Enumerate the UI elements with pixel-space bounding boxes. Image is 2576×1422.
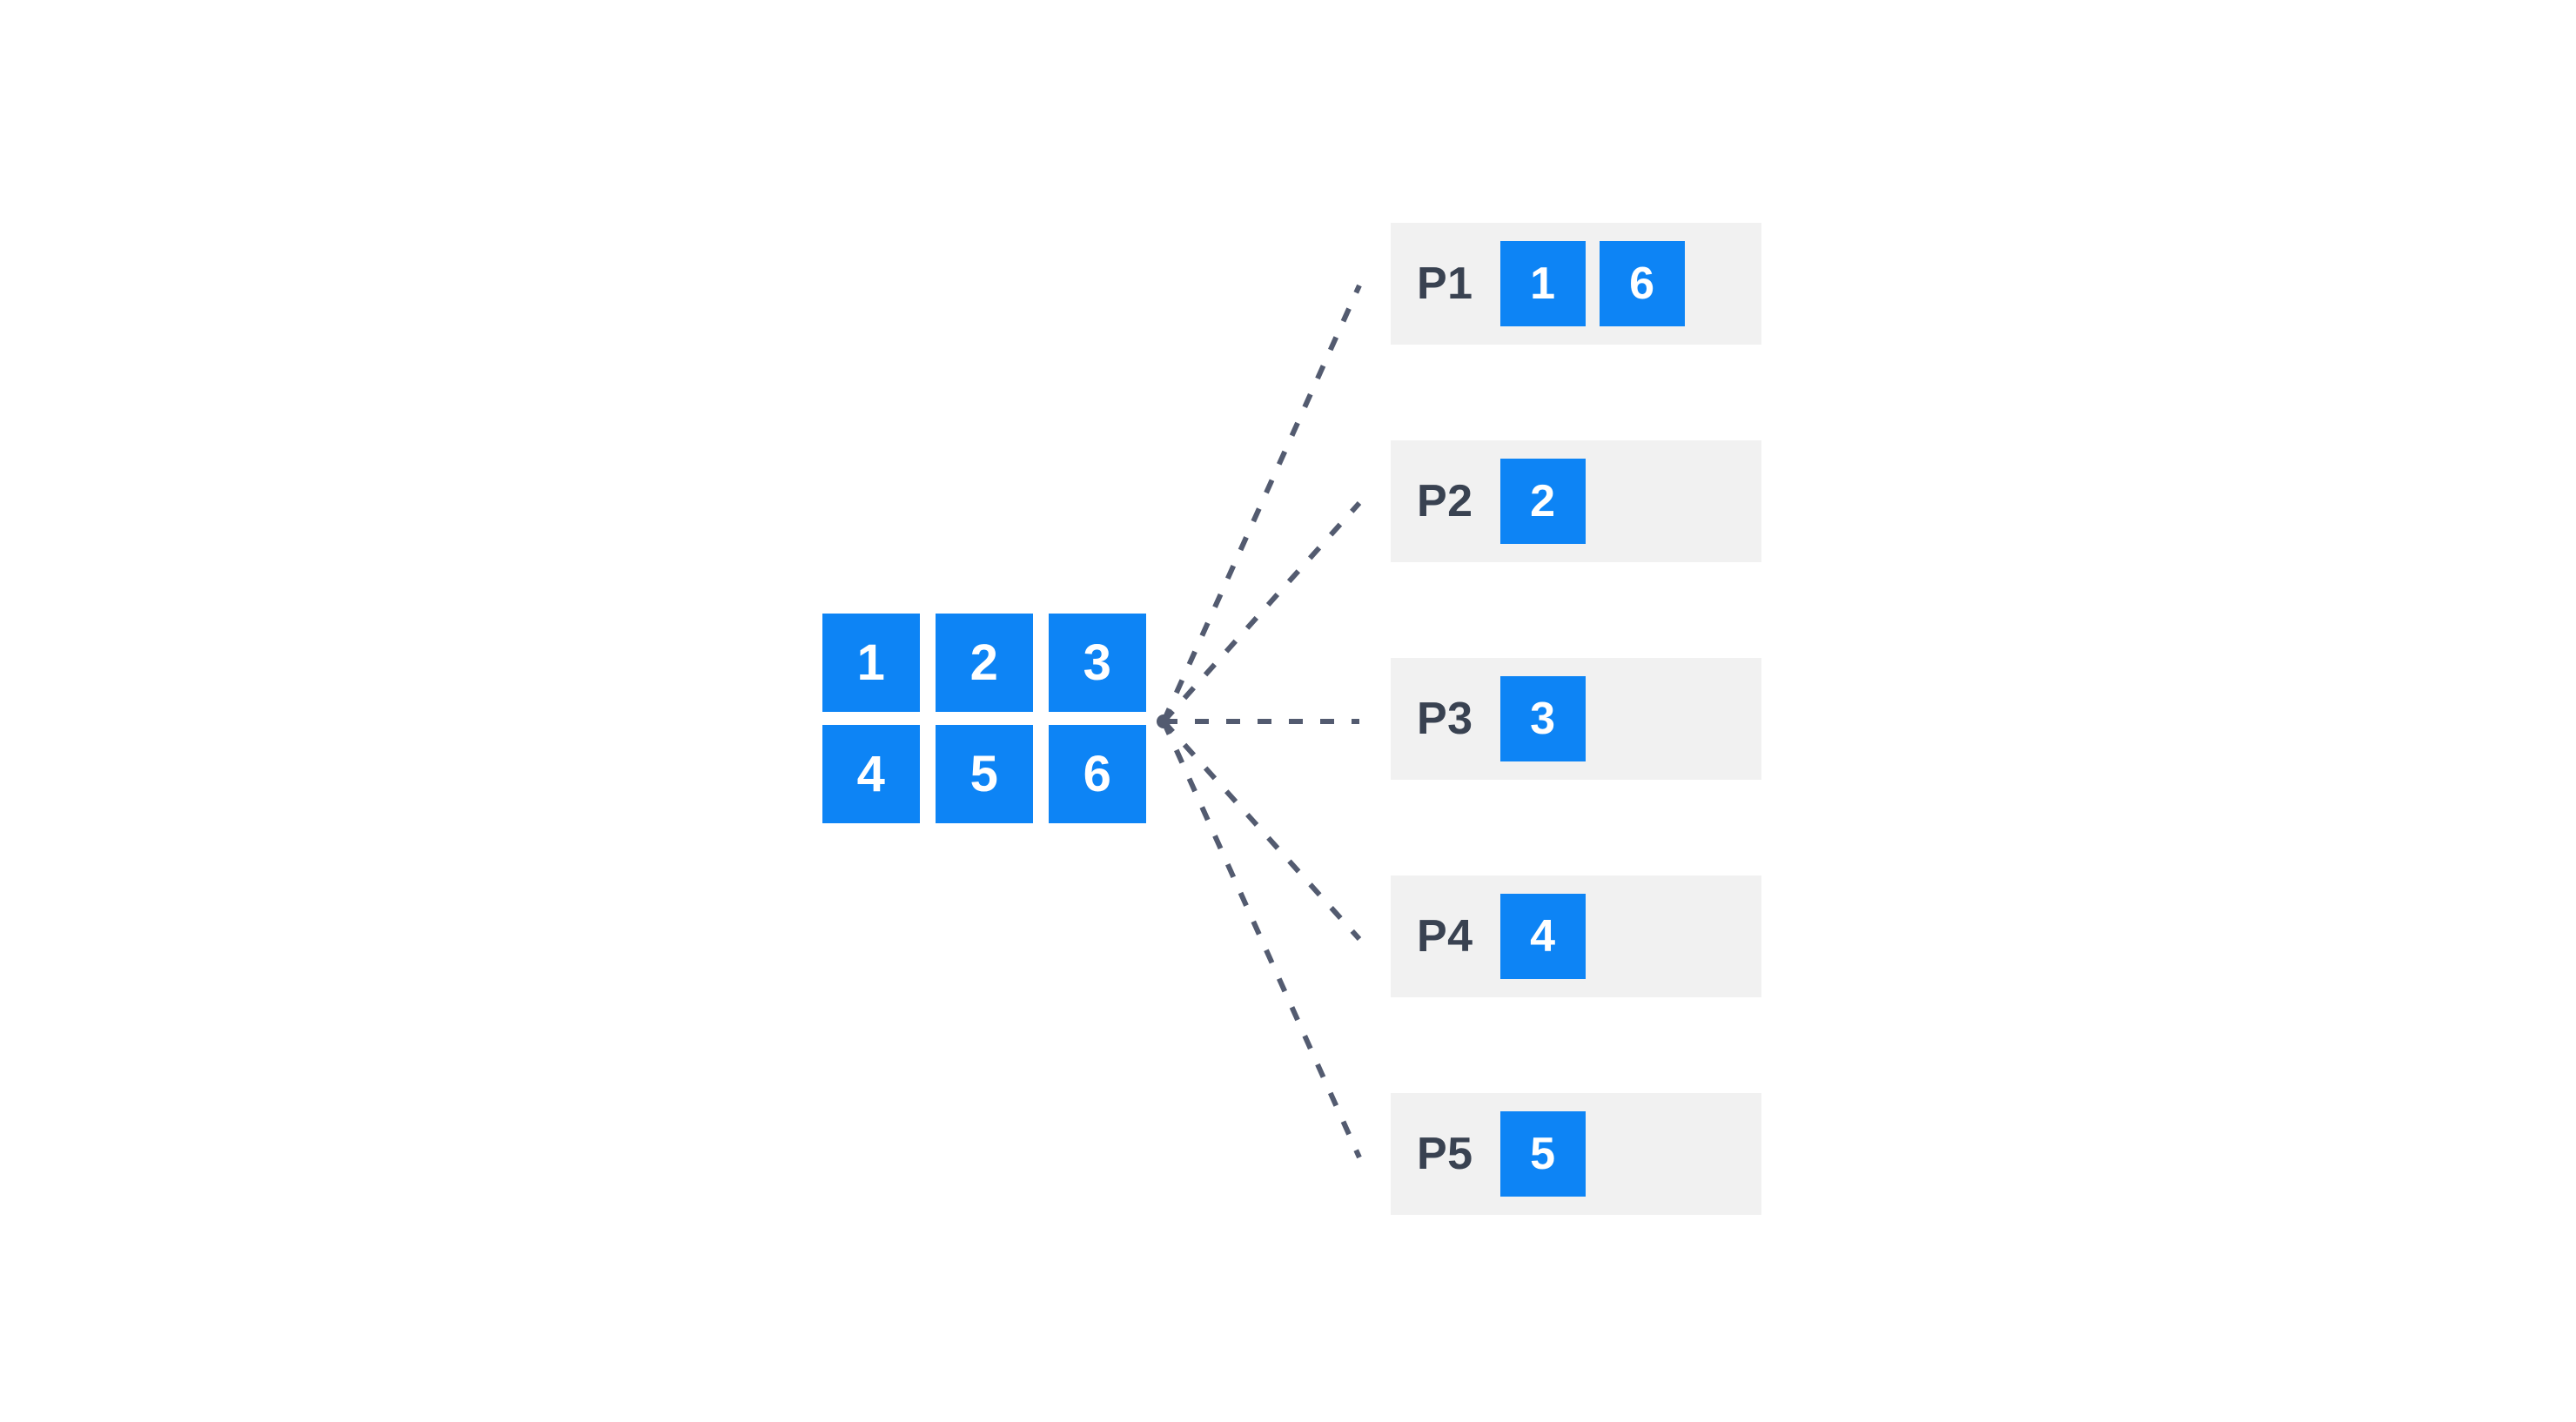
partition-label: P3 [1417, 694, 1473, 744]
partition-label: P5 [1417, 1129, 1473, 1179]
partition-cell: 4 [1499, 894, 1586, 979]
partition-cell: 3 [1499, 676, 1586, 761]
connector-line [1161, 720, 1362, 1159]
partition-cell: 1 [1499, 241, 1586, 326]
partition-row[interactable]: P4 4 [1391, 875, 1761, 997]
partition-cell: 5 [1499, 1111, 1586, 1197]
partition-label: P1 [1417, 258, 1473, 309]
partition-tiles: 4 [1499, 894, 1586, 979]
matrix-cell: 2 [936, 614, 1033, 712]
partition-row[interactable]: P2 2 [1391, 440, 1761, 562]
partition-row[interactable]: P3 3 [1391, 658, 1761, 780]
partition-cell: 2 [1499, 459, 1586, 544]
fanout-hub-node [1157, 714, 1171, 728]
partition-tiles: 1 6 [1499, 241, 1685, 326]
partition-row[interactable]: P1 1 6 [1391, 223, 1761, 345]
partition-row[interactable]: P5 5 [1391, 1093, 1761, 1215]
matrix-cell: 5 [936, 725, 1033, 823]
partition-tiles: 3 [1499, 676, 1586, 761]
connector-line [1161, 500, 1362, 724]
matrix-cell: 4 [822, 725, 920, 823]
connector-line [1161, 719, 1362, 942]
matrix-cell: 6 [1049, 725, 1146, 823]
connector-line [1161, 284, 1362, 723]
partition-tiles: 5 [1499, 1111, 1586, 1197]
partition-tiles: 2 [1499, 459, 1586, 544]
partition-label: P4 [1417, 911, 1473, 962]
matrix-cell: 1 [822, 614, 920, 712]
source-matrix: 1 2 3 4 5 6 [822, 614, 1146, 823]
partition-label: P2 [1417, 476, 1473, 527]
partition-cell: 6 [1599, 241, 1685, 326]
matrix-cell: 3 [1049, 614, 1146, 712]
